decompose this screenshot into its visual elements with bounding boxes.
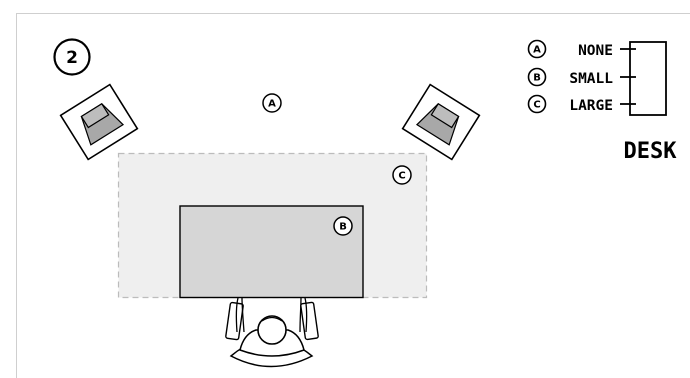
zone-b-badge: B xyxy=(333,216,353,236)
legend-badge-none: A xyxy=(533,45,541,56)
legend-badge-large: C xyxy=(533,100,540,111)
right-speaker xyxy=(401,83,481,161)
legend: A NONE B SMALL C LARGE DESK xyxy=(527,39,678,164)
legend-desk-sizes-icon xyxy=(620,41,667,116)
zone-c-badge-text: C xyxy=(398,171,405,182)
legend-badge-small: B xyxy=(533,73,541,84)
step-number-text: 2 xyxy=(66,48,78,68)
small-desk xyxy=(179,205,364,299)
legend-caption-desk: DESK xyxy=(624,139,678,164)
legend-item-large: C LARGE xyxy=(527,94,613,114)
step-number-badge: 2 xyxy=(53,38,91,76)
seated-person xyxy=(225,297,319,368)
zone-a-badge-text: A xyxy=(268,99,276,110)
legend-label-large: LARGE xyxy=(569,98,613,114)
legend-item-none: A NONE xyxy=(527,39,613,59)
zone-b-badge-text: B xyxy=(339,222,347,233)
zone-c-badge: C xyxy=(392,165,412,185)
legend-label-small: SMALL xyxy=(569,71,613,87)
zone-a-badge: A xyxy=(262,93,282,113)
legend-label-none: NONE xyxy=(578,43,613,59)
legend-item-small: B SMALL xyxy=(527,67,613,87)
left-speaker xyxy=(59,83,139,161)
